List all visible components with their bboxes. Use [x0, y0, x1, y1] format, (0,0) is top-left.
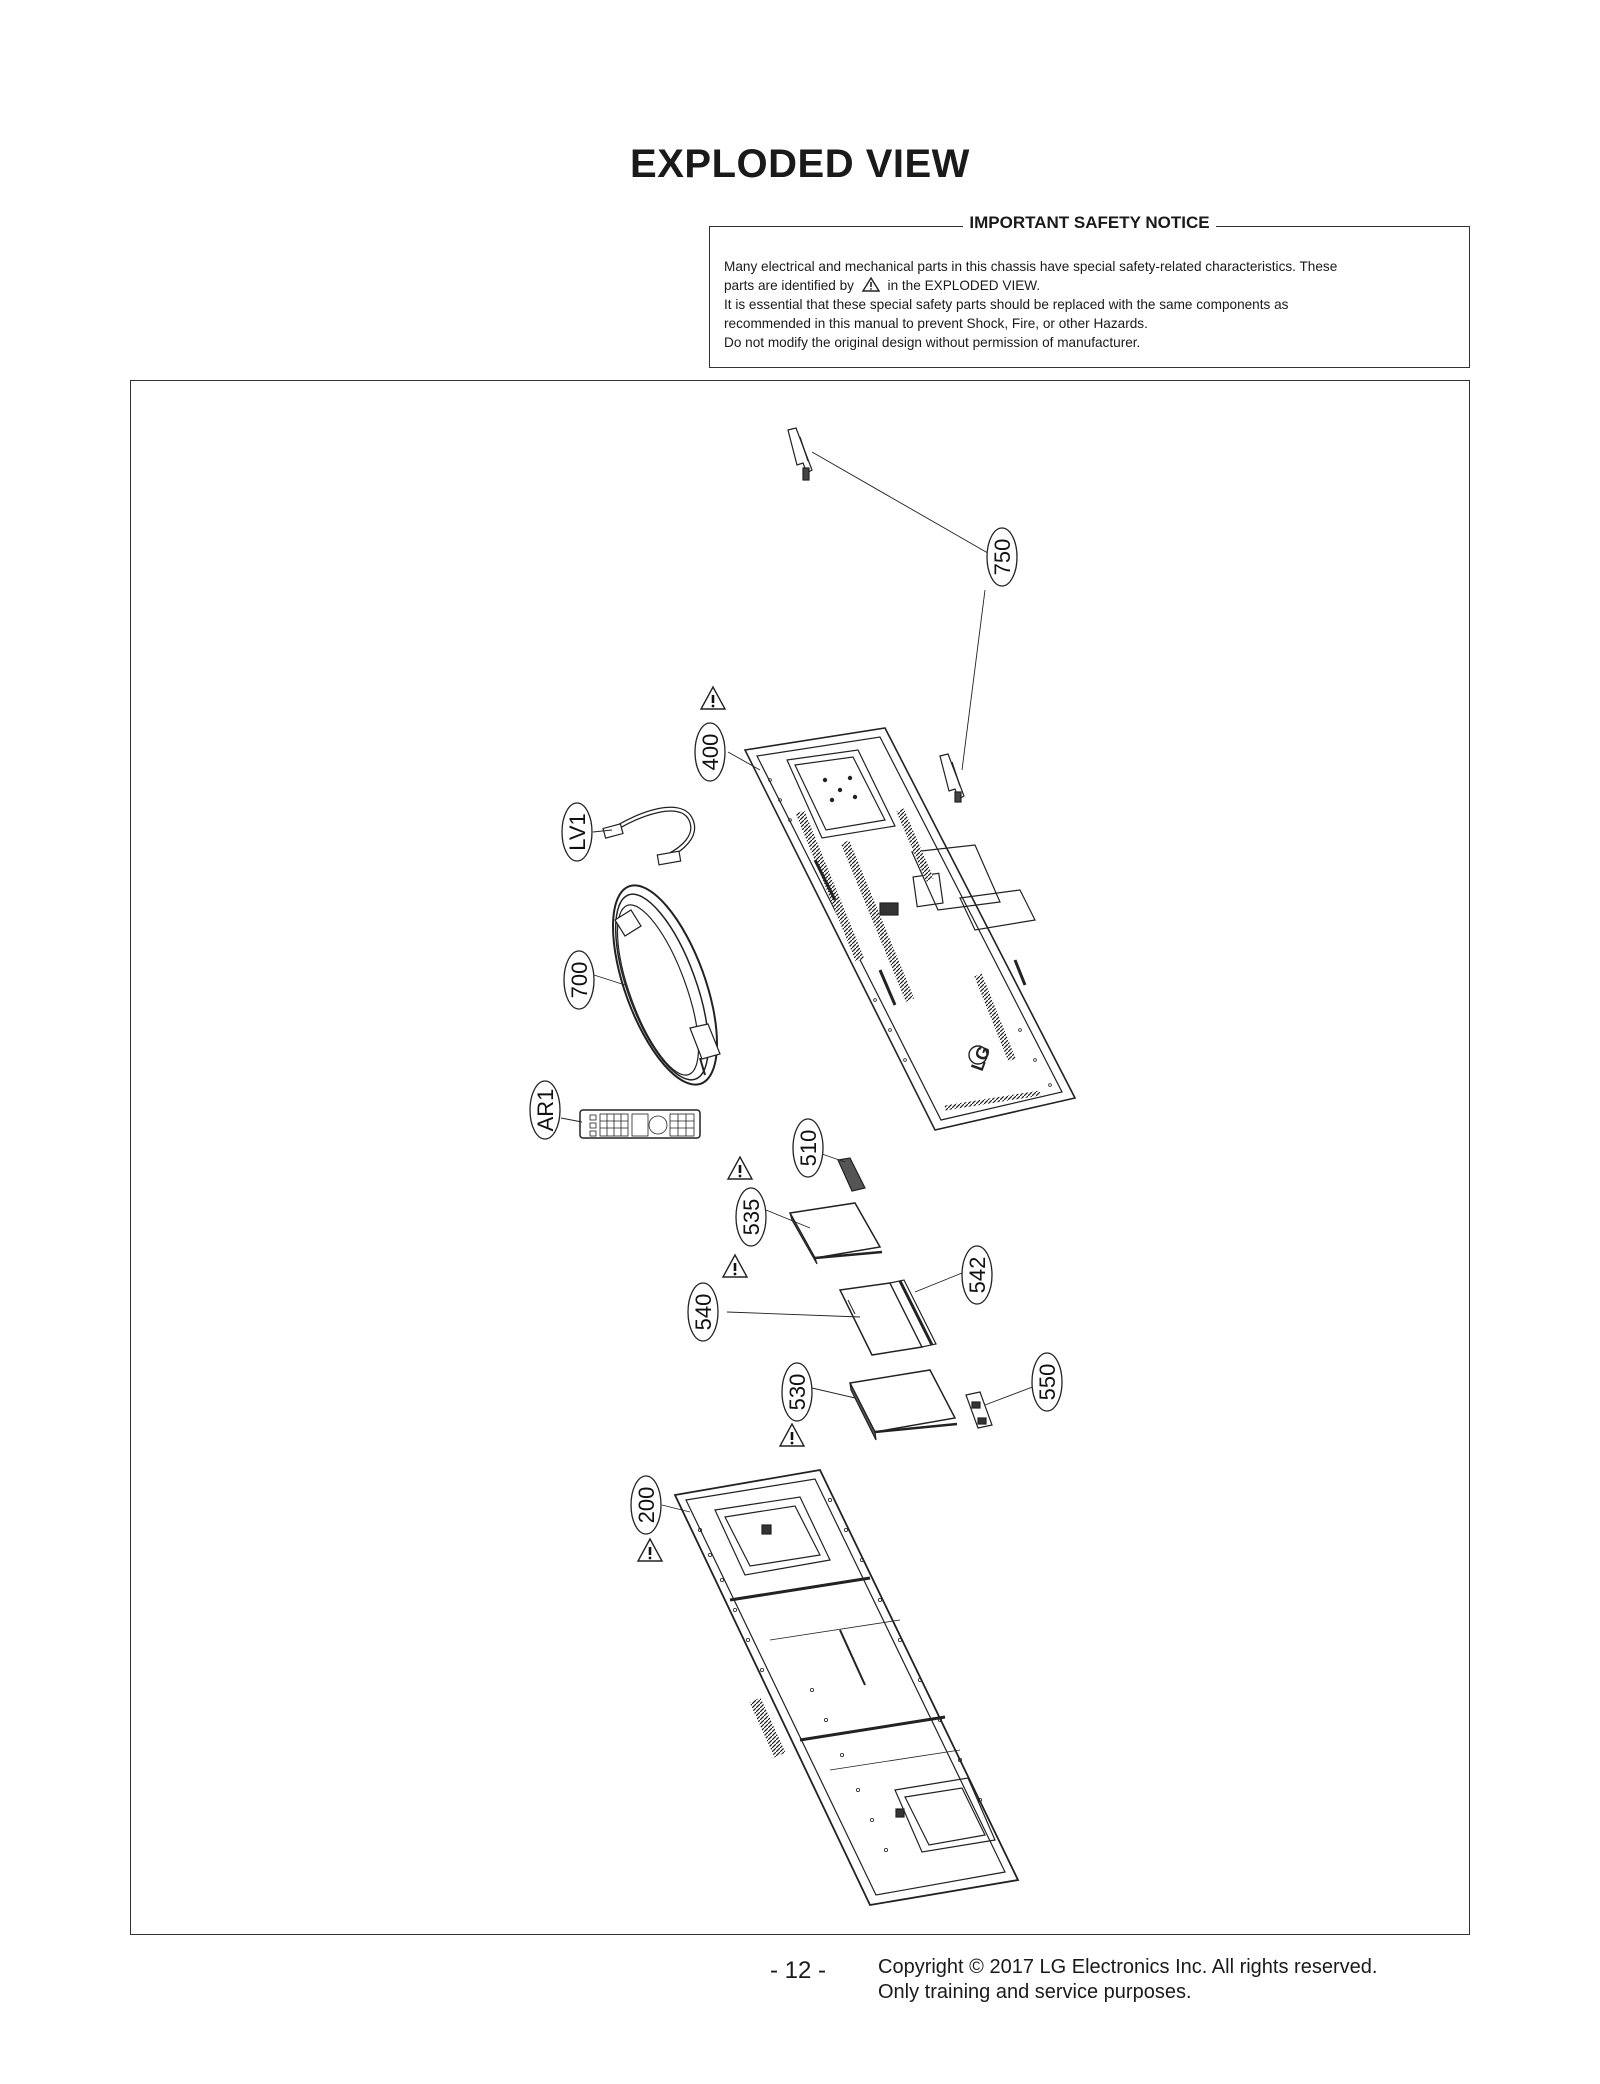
callout-ar1: AR1: [533, 1089, 558, 1132]
notice-line-3: It is essential that these special safet…: [724, 297, 1289, 312]
callout-542: 542: [965, 1257, 990, 1294]
notice-line-2-pre: parts are identified by: [724, 278, 854, 293]
footer-copyright: Copyright © 2017 LG Electronics Inc. All…: [878, 1955, 1377, 2005]
part-750-bracket-bottom: [939, 753, 965, 803]
part-200-display-module: [673, 1468, 1020, 1907]
callout-200: 200: [634, 1487, 659, 1524]
callout-540: 540: [691, 1294, 716, 1331]
part-530-power-board: [848, 1369, 958, 1441]
callout-550-bubble: [1031, 1352, 1063, 1412]
leader-ar1: [560, 1117, 583, 1123]
leader-542: [914, 1272, 963, 1293]
part-750-bracket-top: [787, 427, 813, 481]
callout-510: 510: [796, 1130, 821, 1167]
notice-line-1: Many electrical and mechanical parts in …: [724, 259, 1338, 274]
purpose-line: Only training and service purposes.: [878, 1981, 1192, 2003]
warning-triangle-icon-400: [699, 685, 727, 711]
warning-triangle-icon-540: [721, 1253, 749, 1279]
safety-notice-body: Many electrical and mechanical parts in …: [724, 257, 1455, 352]
part-ar1-remote: [579, 1109, 701, 1139]
part-700-power-cord: [612, 884, 721, 1086]
copyright-line: Copyright © 2017 LG Electronics Inc. All…: [878, 1956, 1378, 1978]
part-400-back-cover: LG: [743, 727, 1077, 1131]
notice-line-2: parts are identified by in the EXPLODED …: [724, 276, 1455, 295]
callout-750: 750: [990, 539, 1015, 576]
callout-200-bubble: [630, 1475, 662, 1535]
warning-triangle-icon-200: [636, 1537, 664, 1563]
part-540-main-board: [838, 1279, 937, 1356]
callout-530-bubble: [781, 1362, 813, 1422]
leader-530: [811, 1387, 856, 1399]
leader-700: [593, 974, 626, 986]
leader-lv1: [592, 829, 613, 833]
callout-510-bubble: [792, 1118, 824, 1178]
callout-530: 530: [785, 1374, 810, 1411]
part-lv1-cable: [602, 806, 695, 866]
leader-510: [821, 1153, 846, 1163]
leader-200: [661, 1504, 691, 1513]
callout-ar1-bubble: [529, 1080, 561, 1140]
callout-lv1: LV1: [565, 813, 590, 851]
leader-750-top: [811, 451, 1001, 561]
callout-540-bubble: [687, 1282, 719, 1342]
callout-700: 700: [567, 962, 592, 999]
leader-535: [765, 1209, 811, 1229]
warning-triangle-icon-530: [778, 1422, 806, 1448]
part-510-board: [837, 1157, 866, 1192]
notice-line-4: recommended in this manual to prevent Sh…: [724, 316, 1148, 331]
part-535-board: [788, 1202, 883, 1265]
leader-750-bottom: [961, 589, 986, 771]
callout-535-bubble: [735, 1187, 767, 1247]
leader-540: [726, 1311, 861, 1318]
safety-notice-heading: IMPORTANT SAFETY NOTICE: [963, 213, 1216, 232]
callout-lv1-bubble: [561, 802, 593, 862]
part-550-part: [965, 1391, 993, 1429]
exploded-view-frame: [130, 380, 1470, 1935]
warning-triangle-icon-535: [726, 1155, 754, 1181]
warning-triangle-icon: [861, 277, 880, 292]
page-title: EXPLODED VIEW: [630, 142, 970, 186]
leader-400: [727, 751, 761, 771]
page-number: - 12 -: [770, 1957, 827, 1984]
callout-542-bubble: [961, 1245, 993, 1305]
callout-750-bubble: [986, 527, 1018, 587]
safety-notice-box: IMPORTANT SAFETY NOTICE Many electrical …: [709, 213, 1470, 368]
callout-535: 535: [739, 1199, 764, 1236]
callout-700-bubble: [563, 950, 595, 1010]
callout-550: 550: [1035, 1364, 1060, 1401]
callout-400-bubble: [694, 722, 726, 782]
notice-line-5: Do not modify the original design withou…: [724, 335, 1141, 350]
notice-line-2-post: in the EXPLODED VIEW.: [887, 278, 1041, 293]
callout-400: 400: [698, 734, 723, 771]
